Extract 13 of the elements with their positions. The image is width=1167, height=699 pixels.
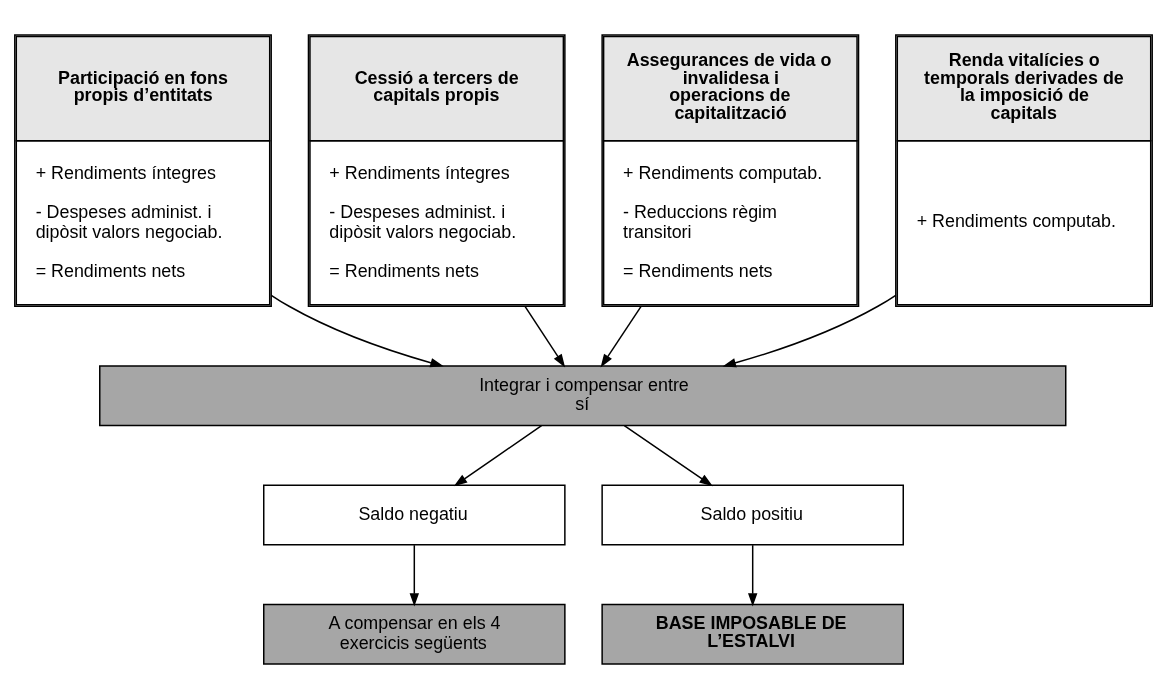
arrow [600, 305, 642, 368]
node-box: Saldo positiu [601, 484, 904, 546]
node-box: BASE IMPOSABLE DE L’ESTALVI [601, 603, 904, 665]
arrow [270, 294, 444, 368]
arrow [722, 294, 897, 368]
node-box: A compensar en els 4 exercicis següents [263, 603, 566, 665]
node-box: Integrar i compensar entre sí [99, 365, 1067, 427]
node-box: Saldo negatiu [263, 484, 566, 546]
arrow [748, 544, 758, 607]
arrow [409, 544, 419, 607]
arrow [453, 424, 543, 487]
arrow [524, 305, 566, 368]
arrow [623, 424, 713, 487]
